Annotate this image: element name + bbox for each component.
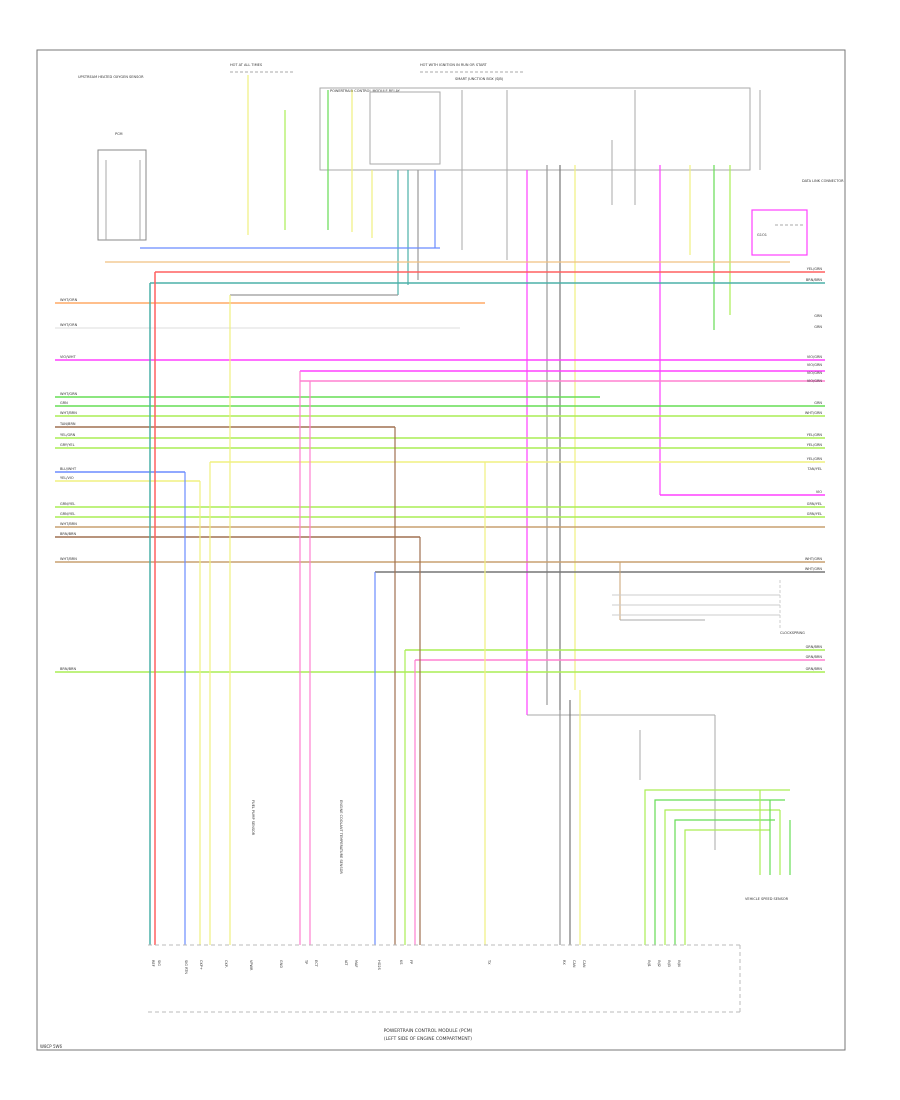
pcm-connector-row: [148, 944, 741, 1013]
pin-label: VPWR: [249, 960, 253, 971]
pin-label: TP: [304, 959, 308, 964]
left-wire-label: WHT/ORN: [60, 323, 78, 327]
page-code: W8CP 5W6: [40, 1044, 62, 1049]
pin-label: CKP+: [199, 960, 203, 970]
drop-wires: [149, 272, 716, 945]
right-wire-label: YEL/GRN: [807, 443, 823, 447]
right-wire-label: WHT/GRN: [805, 567, 823, 571]
right-module-label: G1O1: [757, 233, 767, 237]
left-wire-label: WHT/GRN: [60, 392, 78, 396]
pin-label: HO2S: [377, 960, 381, 971]
right-wire-label: GRN: [814, 401, 822, 405]
pin-label: REF: [151, 960, 155, 967]
clockspring-label: CLOCKSPRING: [780, 631, 805, 635]
module-label: PCM: [115, 132, 123, 136]
right-wire-label: YEL/GRN: [807, 457, 823, 461]
pin-label: GND: [279, 960, 283, 968]
right-wire-label: GRN/YEL: [807, 512, 822, 516]
left-wire-label: TAN/BRN: [59, 422, 76, 426]
diagram-frame: [36, 49, 846, 1051]
right-wire-label: BRN/BRN: [806, 278, 822, 282]
left-wire-labels: WHT/ORN WHT/ORN VIO/WHT WHT/GRN GRN WHT/…: [59, 298, 78, 671]
pcm-title: POWERTRAIN CONTROL MODULE (PCM): [384, 1028, 473, 1034]
pin-label: INJ2: [657, 960, 661, 967]
vss-sensor-label: VEHICLE SPEED SENSOR: [745, 897, 789, 901]
pin-label: SIG: [157, 960, 161, 966]
left-wire-label: WHT/BRN: [60, 557, 77, 561]
pin-label: TX: [487, 959, 491, 965]
left-wire-label: WHT/BRN: [60, 522, 77, 526]
bottom-right-connector: VEHICLE SPEED SENSOR: [639, 730, 791, 945]
pin-label: INJ3: [667, 960, 671, 967]
pin-label: RX: [562, 960, 566, 965]
top-connectors: [247, 75, 761, 715]
right-wire-label: YEL/GRN: [807, 433, 823, 437]
right-wire-label: GRN/BRN: [806, 645, 823, 649]
left-wires: [55, 302, 825, 673]
left-wire-label: GRN/YEL: [60, 502, 75, 506]
right-wire-label: GRN/BRN: [806, 655, 823, 659]
right-wire-label: TAN/YEL: [807, 467, 822, 471]
right-wire-label: YEL/GRN: [807, 267, 823, 271]
left-wire-label: YEL/VIO: [60, 476, 74, 480]
top-module-label-3: POWERTRAIN CONTROL MODULE RELAY: [330, 89, 401, 93]
pin-label: CAN: [572, 960, 576, 968]
pin-label: INJ1: [647, 960, 651, 967]
left-wire-label: BLU/WHT: [60, 467, 77, 471]
top-module-label-2: HOT WITH IGNITION IN RUN OR START: [420, 63, 488, 67]
pin-label: IAT: [344, 960, 348, 966]
top-module-label-4: SMART JUNCTION BOX (SJB): [455, 77, 504, 81]
right-wire-label: VIO/GRN: [807, 379, 823, 383]
pcm-subtitle: (LEFT SIDE OF ENGINE COMPARTMENT): [384, 1036, 472, 1042]
data-link-connector: DATA LINK CONNECTOR: [751, 179, 844, 256]
right-wire-label: VIO/GRN: [807, 355, 823, 359]
fuel-pump-sensor-label: FUEL PUMP SENSOR: [251, 800, 255, 836]
right-wire-label: GRN/BRN: [806, 667, 823, 671]
left-wire-label: GRN: [60, 401, 68, 405]
pin-label: CAN: [582, 960, 586, 968]
right-wire-label: GRN: [814, 314, 822, 318]
left-wire-label: VIO/WHT: [60, 355, 76, 359]
right-wire-label: WHT/GRN: [805, 557, 823, 561]
data-link-label: DATA LINK CONNECTOR: [802, 179, 844, 183]
left-wire-label: BRN/BRN: [60, 532, 76, 536]
pin-label: SIG RTN: [184, 960, 188, 974]
top-module-label-1: HOT AT ALL TIMES: [230, 63, 263, 67]
top-bus-lines: [105, 247, 825, 296]
pin-label: CKP-: [224, 960, 228, 969]
left-wire-label: WHT/BRN: [60, 411, 77, 415]
upstream-sensor-label: UPSTREAM HEATED OXYGEN SENSOR: [78, 75, 144, 79]
right-wire-label: VIO: [816, 490, 822, 494]
right-wire-label: GRN/YEL: [807, 502, 822, 506]
pin-label: MAF: [354, 960, 358, 967]
right-wire-label: GRN: [814, 325, 822, 329]
left-wire-label: GRY/YEL: [60, 443, 75, 447]
ect-sensor-label: ENGINE COOLANT TEMPERATURE SENSOR: [339, 800, 343, 874]
right-wire-labels: YEL/GRN BRN/BRN GRN GRN VIO/GRN VIO/GRN …: [805, 267, 823, 671]
top-header: HOT AT ALL TIMES HOT WITH IGNITION IN RU…: [230, 63, 751, 171]
pin-label: KS: [399, 960, 403, 965]
left-wire-label: YEL/GRN: [60, 433, 76, 437]
left-wire-label: WHT/ORN: [60, 298, 78, 302]
pin-label: FP: [409, 960, 413, 964]
right-wire-label: WHT/GRN: [805, 411, 823, 415]
left-wire-label: BRN/BRN: [60, 667, 76, 671]
pin-label: ECT: [314, 960, 318, 968]
clockspring-table: CLOCKSPRING: [612, 580, 805, 635]
bottom-pin-labels: REF SIG SIG RTN CKP+ CKP- VPWR GND TP EC…: [151, 959, 681, 974]
right-wire-label: VIO/GRN: [807, 371, 823, 375]
left-wire-label: GRN/YEL: [60, 512, 75, 516]
right-wire-label: VIO/GRN: [807, 363, 823, 367]
upstream-sensor: UPSTREAM HEATED OXYGEN SENSOR: [78, 75, 147, 241]
pin-label: INJ4: [677, 960, 681, 968]
